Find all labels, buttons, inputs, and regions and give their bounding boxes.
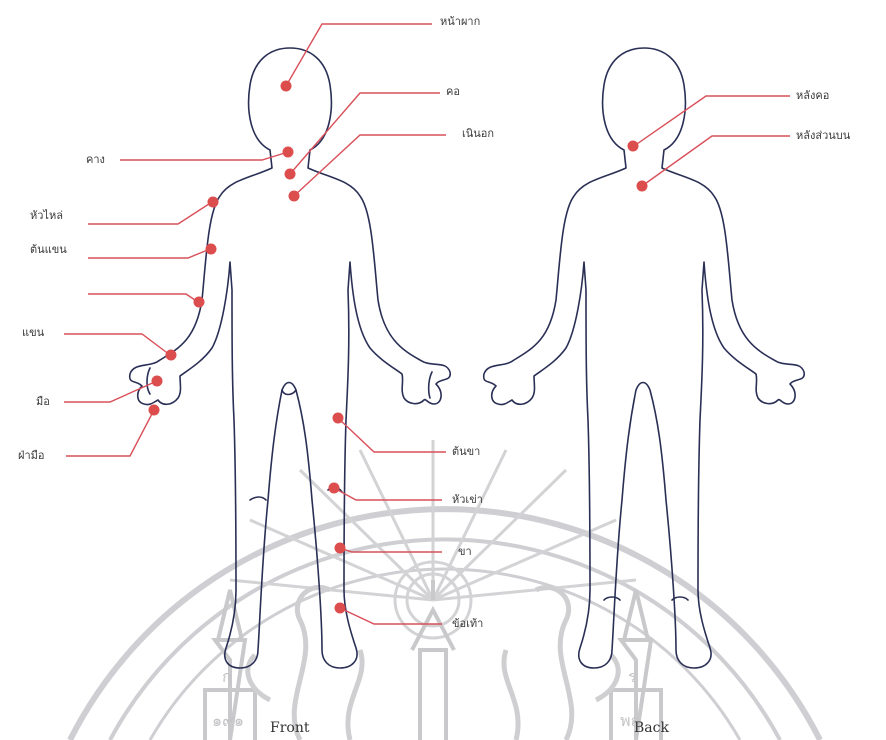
label-ankle: ข้อเท้า: [452, 618, 483, 629]
marker-forearm: [194, 297, 205, 308]
marker-thigh: [333, 413, 344, 424]
marker-neck: [285, 169, 296, 180]
back-view-label: Back: [634, 720, 669, 736]
marker-forehead: [281, 81, 292, 92]
label-upper-back: หลังส่วนบน: [796, 130, 850, 141]
leader-chin: [120, 152, 288, 160]
marker-chin: [283, 147, 294, 158]
marker-knee: [329, 483, 340, 494]
leader-shoulder: [88, 202, 212, 224]
marker-upper-back: [637, 181, 648, 192]
leader-back-neck: [634, 96, 790, 146]
leader-upper-back: [642, 136, 790, 186]
leader-upper-arm: [88, 249, 210, 258]
label-upper-chest: เนินอก: [462, 128, 494, 139]
marker-wrist: [166, 350, 177, 361]
label-shoulder: หัวไหล่: [30, 210, 63, 221]
leader-wrist: [64, 334, 170, 355]
marker-shoulder: [208, 197, 219, 208]
leader-thigh: [338, 418, 446, 452]
marker-palm: [149, 405, 160, 416]
label-palm: ฝ่ามือ: [18, 450, 44, 461]
leader-palm: [66, 410, 154, 456]
marker-ankle: [335, 603, 346, 614]
leader-neck: [290, 93, 440, 174]
label-neck: คอ: [446, 86, 460, 97]
leader-ankle: [340, 608, 442, 624]
marker-shin: [335, 543, 346, 554]
label-chin: คาง: [86, 154, 105, 165]
marker-upper-chest: [289, 191, 300, 202]
label-back-neck: หลังคอ: [796, 90, 829, 101]
label-forehead: หน้าผาก: [440, 16, 480, 27]
front-view-label: Front: [270, 720, 309, 736]
label-hand: มือ: [36, 396, 50, 407]
label-thigh: ต้นขา: [452, 446, 480, 457]
label-wrist: แขน: [22, 327, 44, 338]
leader-upper-chest: [294, 135, 446, 196]
leader-hand: [64, 381, 157, 402]
leader-knee: [334, 488, 442, 500]
label-knee: หัวเข่า: [452, 494, 483, 505]
marker-back-neck: [628, 141, 639, 152]
leader-shin: [340, 548, 442, 552]
marker-upper-arm: [206, 244, 217, 255]
label-upper-arm: ต้นแขน: [30, 244, 67, 255]
leader-forehead: [286, 24, 432, 86]
label-shin: ขา: [458, 546, 472, 557]
marker-hand: [152, 376, 163, 387]
leader-forearm: [88, 294, 198, 302]
